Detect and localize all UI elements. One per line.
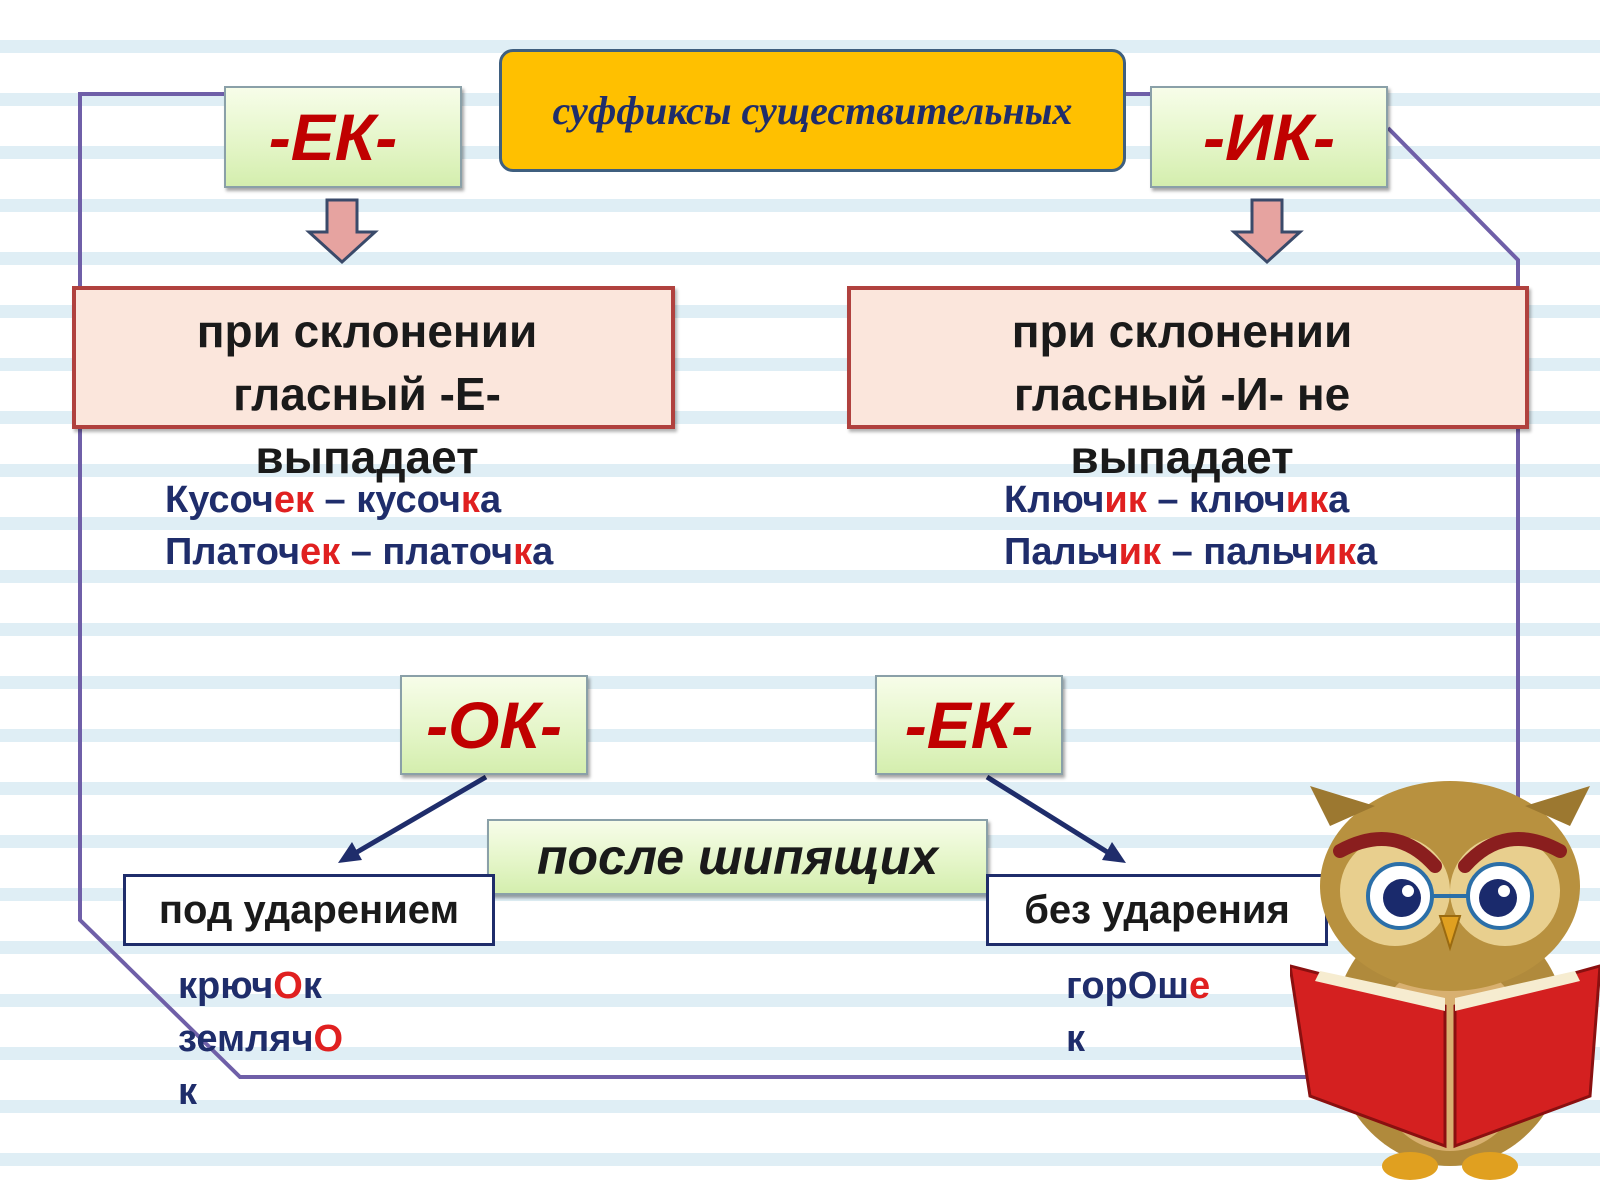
text-segment: – ключ bbox=[1146, 479, 1286, 521]
diagram-frame bbox=[78, 92, 1320, 1079]
words-unstressed: горОше к bbox=[1066, 960, 1210, 1066]
example-line: Ключик – ключика bbox=[1004, 474, 1377, 526]
suffix-ok-label: -ОК- bbox=[426, 688, 562, 762]
highlighted-letters: ик bbox=[1118, 531, 1162, 573]
highlighted-letters: к bbox=[513, 531, 533, 573]
rule-right-line3: выпадает bbox=[1070, 431, 1294, 483]
highlighted-letters: ек bbox=[300, 531, 341, 573]
rule-left-line2: гласный -Е- bbox=[233, 368, 501, 420]
suffix-ek-box: -ЕК- bbox=[224, 86, 462, 188]
word-line: крючОк bbox=[178, 960, 343, 1013]
suffix-ik-label: -ИК- bbox=[1203, 100, 1335, 174]
suffix-ek-bottom-box: -ЕК- bbox=[875, 675, 1063, 775]
stressed-label-box: под ударением bbox=[123, 874, 495, 946]
highlighted-letters: ик bbox=[1313, 531, 1357, 573]
text-segment: к bbox=[302, 965, 322, 1007]
text-segment: – пальч bbox=[1161, 531, 1314, 573]
text-segment: горОш bbox=[1066, 965, 1189, 1007]
after-sibilants-label: после шипящих bbox=[536, 829, 939, 885]
unstressed-label-box: без ударения bbox=[986, 874, 1328, 946]
stressed-label: под ударением bbox=[158, 887, 460, 932]
highlighted-letters: ик bbox=[1104, 479, 1147, 521]
title-box: суффиксы существительных bbox=[499, 49, 1126, 172]
text-segment: Ключ bbox=[1004, 479, 1105, 521]
rule-right-line2: гласный -И- не bbox=[1013, 368, 1351, 420]
text-segment: к bbox=[178, 1071, 198, 1113]
suffix-ik-box: -ИК- bbox=[1150, 86, 1388, 188]
word-line: землячО bbox=[178, 1013, 343, 1066]
highlighted-letters: ек bbox=[273, 479, 314, 521]
example-line: Платочек – платочка bbox=[165, 526, 553, 578]
text-segment: а bbox=[1328, 479, 1350, 521]
unstressed-label: без ударения bbox=[1024, 887, 1290, 932]
highlighted-letters: О bbox=[313, 1018, 344, 1060]
word-line: к bbox=[1066, 1013, 1210, 1066]
arrow-to-stressed-icon bbox=[338, 774, 488, 863]
arrow-to-unstressed-icon bbox=[985, 774, 1126, 863]
after-sibilants-box: после шипящих bbox=[487, 819, 988, 895]
owl-reading-book-icon bbox=[1290, 781, 1600, 1180]
rule-box-right bbox=[847, 286, 1529, 429]
text-segment: – платоч bbox=[340, 531, 514, 573]
text-segment: а bbox=[532, 531, 554, 573]
rule-left-line3: выпадает bbox=[255, 431, 479, 483]
rule-text-right: при склонении гласный -И- не выпадает bbox=[847, 300, 1517, 489]
word-line: горОше bbox=[1066, 960, 1210, 1013]
text-segment: крюч bbox=[178, 965, 274, 1007]
text-segment: Пальч bbox=[1004, 531, 1119, 573]
suffix-ek-bottom-label: -ЕК- bbox=[904, 688, 1034, 762]
rule-right-line1: при склонении bbox=[1011, 305, 1353, 357]
rule-box-left bbox=[72, 286, 675, 429]
text-segment: а bbox=[1356, 531, 1378, 573]
highlighted-letters: О bbox=[273, 965, 303, 1007]
example-line: Кусочек – кусочка bbox=[165, 474, 553, 526]
highlighted-letters: к bbox=[460, 479, 480, 521]
word-line: к bbox=[178, 1066, 343, 1119]
text-segment: Кусоч bbox=[165, 479, 274, 521]
rule-left-line1: при склонении bbox=[196, 305, 538, 357]
text-segment: – кусоч bbox=[314, 479, 461, 521]
suffix-ok-box: -ОК- bbox=[400, 675, 588, 775]
text-segment: а bbox=[479, 479, 502, 521]
text-segment: к bbox=[1066, 1018, 1086, 1060]
highlighted-letters: е bbox=[1188, 965, 1211, 1007]
rule-text-left: при склонении гласный -Е- выпадает bbox=[72, 300, 662, 489]
arrow-down-icon bbox=[305, 198, 379, 265]
highlighted-letters: ик bbox=[1285, 479, 1329, 521]
text-segment: земляч bbox=[178, 1018, 314, 1060]
arrow-down-icon bbox=[1230, 198, 1304, 265]
text-segment: Платоч bbox=[165, 531, 301, 573]
diagram-frame-right bbox=[1386, 126, 1520, 835]
suffix-ek-label: -ЕК- bbox=[268, 100, 398, 174]
example-line: Пальчик – пальчика bbox=[1004, 526, 1377, 578]
